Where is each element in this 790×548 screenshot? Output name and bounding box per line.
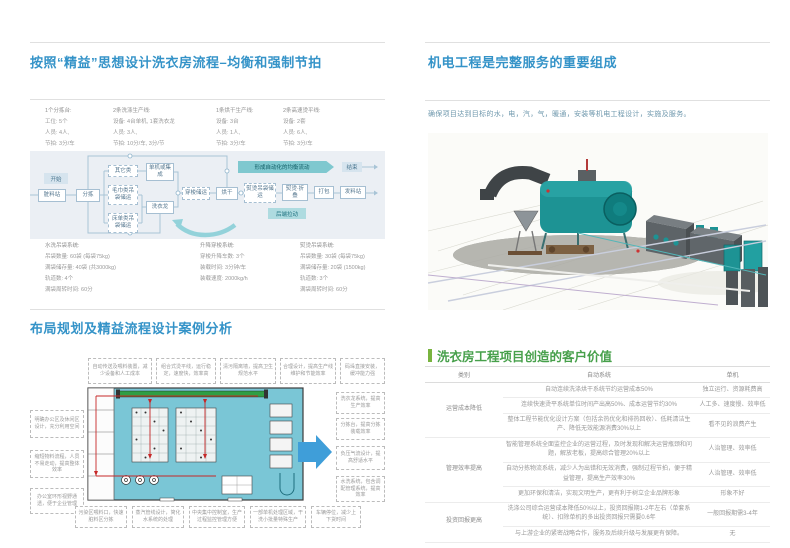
- laundry-floor-plan: 自动传送及喂料装置，减少设备和人工成本 组合式烫平线，运行稳定，速度快，效率高 …: [30, 358, 385, 548]
- flow-node-packing: 打包: [314, 186, 334, 199]
- plan-callout: 洗衣龙系统，提高生产效率: [336, 392, 385, 414]
- plan-callout: 水洗系统，包含调配管理系统，提高效率: [336, 476, 385, 502]
- system-col-shuttle-lift: 升降穿梭系统: 穿梭升降车数: 3个 装载时间: 3分钟/车 装载速度: 200…: [200, 243, 248, 282]
- flow-node-other-type: 其它类: [108, 165, 138, 177]
- system-col-iron-bags: 熨烫吊袋系统: 吊袋数量: 30袋 (每袋75kg) 满袋储存量: 20袋 (1…: [300, 243, 366, 293]
- machinery-illustration: [427, 133, 778, 311]
- plan-callout: 污染区喂料口，快速脏料区分拣: [75, 506, 127, 528]
- group-label-roi: 投资回报更高: [425, 502, 503, 543]
- green-accent-bar: [428, 349, 432, 362]
- flow-node-sorting: 分拣: [76, 189, 100, 202]
- stat-col-ironing: 2条高速烫平线: 设备: 2套 人员: 6人, 节拍: 3分/车: [283, 108, 321, 147]
- round-washers: [121, 475, 159, 485]
- plan-callout: 中央集中控制室，生产过程监控管理方便: [189, 506, 245, 528]
- stat-title: 2条高速烫平线:: [283, 108, 321, 114]
- flow-node-single-or-integrated: 单机或集成: [146, 163, 174, 181]
- plan-callout: 合理设计，提高生产线维护和节能效率: [280, 358, 336, 384]
- table-row: 连续快速烫平系统单位时间产出高50%、成本运营节约30% 人工多、速度慢、效率低: [425, 397, 770, 414]
- col-header-single-machine: 单机: [695, 366, 770, 383]
- value-section-heading: 洗衣房工程项目创造的客户价值: [428, 346, 612, 365]
- col-header-auto-system: 自动系统: [503, 366, 695, 383]
- flow-start-label: 开始: [44, 173, 68, 184]
- plan-callout: 自动传送及喂料装置，减少设备和人工成本: [88, 358, 152, 384]
- stat-title: 1个分拣台:: [45, 108, 72, 114]
- rule-top-right: [425, 42, 770, 43]
- plan-callout: 组合式烫平线，运行稳定，速度快，效率高: [156, 358, 216, 384]
- rule-left-mid: [30, 99, 385, 100]
- flow-end-label: 结束: [342, 162, 362, 172]
- flow-node-dirty-station: 脏料站: [38, 189, 66, 202]
- rule-right-mid: [425, 100, 770, 101]
- table-row: 整体工程节能优化设计方案（包括余热优化和排热回收）、低耗清洁生产、降低无效能源消…: [425, 413, 770, 439]
- stat-title: 2条洗涤生产线:: [113, 108, 151, 114]
- rule-left-bottom: [30, 309, 385, 310]
- customer-value-table: 类别 自动系统 单机 运营成本降低 自动连续洗涤烘干系统节约运营成本50% 独立…: [425, 366, 770, 543]
- left-top-heading: 按照“精益”思想设计洗衣房流程–均衡和强制节拍: [30, 55, 322, 70]
- balanced-flow-banner-arrow: 形成自动化的均衡流动: [238, 161, 334, 173]
- right-machines: [269, 403, 293, 469]
- plan-callout: 分拣台，提高分拣装载效率: [336, 418, 385, 440]
- table-row: 与上游企业的紧密战略合作，服务及后续升级与发展更有保障。 无: [425, 526, 770, 543]
- plan-callout: 车辆停位，减少上下货时间: [311, 506, 361, 528]
- table-row: 自动分拣物流系统，减少人为出错和无效消费，强制过程节拍，便于精益管理，提高生产效…: [425, 462, 770, 488]
- rule-top-left: [30, 42, 385, 43]
- pull-swoosh-arrow: [175, 222, 237, 238]
- flow-node-tunnel-washer: 洗衣龙: [146, 201, 174, 214]
- group-label-cost: 运营成本降低: [425, 382, 503, 439]
- process-direction-arrow: [298, 435, 332, 469]
- flow-node-iron-bag-storage: 熨烫吊袋储运: [244, 183, 276, 203]
- flow-node-sheet-storage: 床单类吊袋储运: [108, 213, 138, 233]
- table-row: 更加环保和清洁，实现文明生产，更有利于树立企业品牌形象 形象不好: [425, 486, 770, 503]
- mep-description: 确保项目达到目标的水，电，汽，气，暖通，安装等机电工程设计，实施及服务。: [428, 111, 691, 118]
- value-heading-text: 洗衣房工程项目创造的客户价值: [437, 350, 613, 364]
- backend-pull-label: 后端拉动: [268, 208, 306, 219]
- flow-connectors: [30, 153, 378, 238]
- plan-callout: 缩短物料流程，人员不易走动，提高整体效率: [30, 450, 84, 478]
- shuttle-track-loop: [279, 473, 295, 496]
- plan-callout: 明确办公区及休闲区设计，充分利用空间: [30, 410, 84, 438]
- left-bottom-heading: 布局规划及精益流程设计案例分析: [30, 321, 233, 336]
- stat-col-washing: 2条洗涤生产线: 设备: 4台单机, 1套洗衣龙 人员: 3人, 节拍: 10分…: [113, 108, 175, 147]
- flow-node-drying: 烘干: [216, 187, 238, 200]
- flow-node-towel-storage: 毛巾类吊袋储运: [108, 185, 138, 205]
- flow-node-shuttle-storage: 穿梭储运: [182, 187, 210, 200]
- mid-machine-1: [646, 215, 694, 259]
- table-row: 管理效率提高 智能管理系统全面监控企业的运营过程，及时发现和解决运营瓶颈和问题，…: [425, 437, 770, 503]
- floor-plan-drawing: [87, 387, 332, 502]
- plan-callout: 一部单机处理区域，干洗小批量特殊生产: [250, 506, 306, 528]
- table-row: 投资回报更高 洗涤公司综合运营成本降低50%以上，投资回报期1-2年左右（单套系…: [425, 502, 770, 543]
- right-top-heading: 机电工程是完整服务的重要组成: [428, 55, 618, 70]
- group-label-management: 管理效率提高: [425, 437, 503, 503]
- col-header-category: 类别: [425, 366, 503, 383]
- table-header-row: 类别 自动系统 单机: [425, 366, 770, 383]
- stat-col-drying: 1条烘干生产线: 设备: 3台 人员: 1人, 节拍: 3分/车: [216, 108, 254, 147]
- plan-callout: 蒸汽管线设计，简化水系统的处理: [132, 506, 184, 528]
- process-flow-diagram: 开始 脏料站 分拣 其它类 毛巾类吊袋储运 床单类吊袋储运 单机或集成 洗衣龙 …: [30, 151, 385, 239]
- material-flow-lines: [95, 395, 258, 477]
- stat-col-sorting: 1个分拣台: 工位: 5个 人员: 4人, 节拍: 3分/车: [45, 108, 75, 147]
- flow-node-dispatch-station: 发料站: [340, 186, 366, 199]
- plan-callout: 负压气流设计，提高舒适水平: [336, 446, 385, 470]
- stat-title: 1条烘干生产线:: [216, 108, 254, 114]
- system-col-washing-bags: 水洗吊袋系统: 吊袋数量: 60袋 (每袋75kg) 满袋储存量: 40袋 (共…: [45, 243, 116, 293]
- table-row: 运营成本降低 自动连续洗涤烘干系统节约运营成本50% 独立运行、资源耗费高: [425, 382, 770, 439]
- mep-3d-render: [427, 133, 778, 311]
- plan-callout: 清污隔离墙，提高卫生规范水平: [220, 358, 276, 384]
- plan-callout: 码垛直接安装，缓冲能力强: [340, 358, 385, 384]
- flow-node-iron-fold: 熨烫·折叠: [282, 184, 308, 201]
